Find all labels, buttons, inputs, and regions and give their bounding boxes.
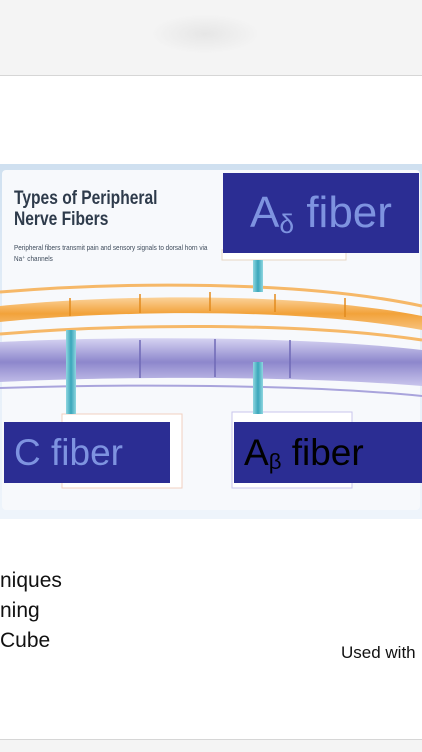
bottom-strip: [0, 739, 422, 752]
purple-fiber-a-beta: [0, 338, 422, 386]
credit-text: Used with: [341, 643, 416, 662]
purple-fiber-outline-bottom: [0, 384, 422, 397]
stem-a-delta: [253, 260, 263, 292]
label-a-beta-subscript: β: [268, 449, 282, 475]
figure-subtitle: Peripheral fibers transmit pain and sens…: [14, 243, 208, 263]
body-text: niques ning Cube: [0, 566, 62, 656]
figure-title: Types of Peripheral Nerve Fibers: [14, 188, 158, 230]
body-line: ning: [0, 599, 40, 622]
stem-a-beta: [253, 362, 263, 414]
purple-node-marks: [139, 339, 291, 378]
blurred-area: [150, 14, 260, 54]
label-a-beta-rest: fiber: [281, 431, 364, 473]
body-line: niques: [0, 569, 62, 592]
label-a-delta-subscript: δ: [279, 209, 295, 240]
label-a-delta-main: A: [250, 188, 280, 237]
body-line: Cube: [0, 629, 51, 652]
label-a-beta-main: A: [244, 431, 269, 473]
label-c-fiber: C fiber: [4, 422, 170, 483]
top-blurred-strip: [0, 0, 422, 76]
orange-fiber-a-delta: [0, 297, 422, 330]
stem-c: [66, 330, 76, 414]
orange-fiber-outline-top: [0, 283, 422, 308]
orange-fiber-outline-bottom: [0, 324, 422, 342]
orange-node-marks: [69, 292, 346, 317]
label-a-delta-rest: fiber: [294, 188, 392, 237]
